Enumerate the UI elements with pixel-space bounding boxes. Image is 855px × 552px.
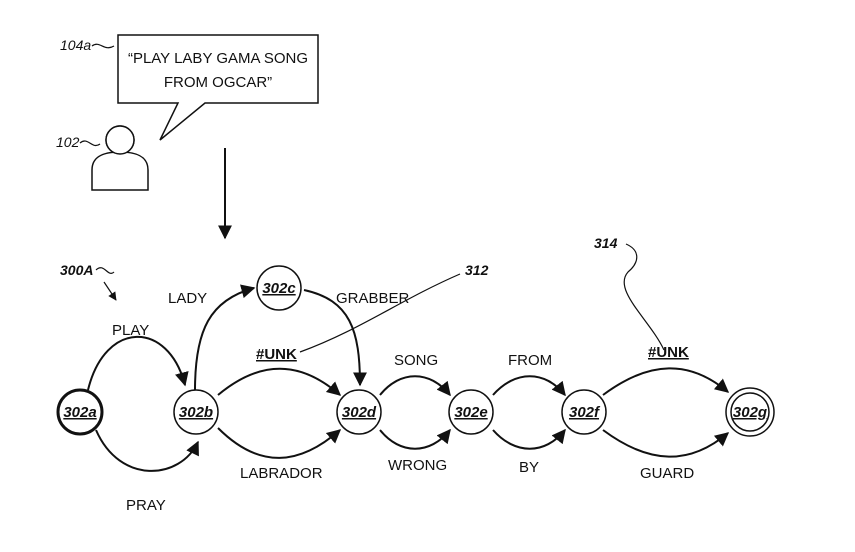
svg-text:302c: 302c xyxy=(262,280,296,297)
label-by: BY xyxy=(519,459,539,476)
edge-labrador xyxy=(217,427,342,459)
edge-unk-1 xyxy=(217,367,342,396)
edge-grabber xyxy=(303,289,367,387)
label-play: PLAY xyxy=(112,322,149,339)
callout-314-leader xyxy=(623,243,665,351)
edge-wrong xyxy=(379,428,451,450)
node-302c: 302c xyxy=(256,265,302,311)
callout-312: 312 xyxy=(465,262,489,278)
edge-lady xyxy=(194,284,256,391)
node-302a: 302a xyxy=(56,388,104,436)
callout-312-leader xyxy=(299,273,461,353)
node-302g: 302g xyxy=(725,387,775,437)
edge-unk-2 xyxy=(602,367,730,396)
svg-text:302e: 302e xyxy=(454,404,487,421)
svg-text:302d: 302d xyxy=(342,404,377,421)
node-302e: 302e xyxy=(448,389,494,435)
speech-ref-leader xyxy=(91,43,115,49)
edge-play xyxy=(87,335,189,391)
speech-line-2: FROM OGCAR” xyxy=(164,74,272,91)
graph-ref-leader xyxy=(95,267,115,274)
svg-text:302a: 302a xyxy=(63,404,96,421)
label-labrador: LABRADOR xyxy=(240,465,323,482)
user-ref: 102 xyxy=(56,134,80,150)
label-pray: PRAY xyxy=(126,497,166,514)
speech-ref: 104a xyxy=(60,37,91,53)
edge-from xyxy=(492,375,566,397)
label-grabber: GRABBER xyxy=(336,290,410,307)
edge-by xyxy=(492,428,566,450)
label-lady: LADY xyxy=(168,290,207,307)
callout-314: 314 xyxy=(594,235,618,251)
label-unk-2: #UNK xyxy=(648,344,689,361)
speech-bubble: “PLAY LABY GAMA SONG FROM OGCAR” xyxy=(117,34,319,141)
node-302b: 302b xyxy=(173,389,219,435)
label-guard: GUARD xyxy=(640,465,694,482)
label-unk-1: #UNK xyxy=(256,346,297,363)
graph-ref: 300A xyxy=(60,262,93,278)
graph-ref-arrow xyxy=(103,281,117,301)
edge-guard xyxy=(602,429,730,458)
svg-text:302b: 302b xyxy=(179,404,213,421)
speech-line-1: “PLAY LABY GAMA SONG xyxy=(128,50,308,67)
label-from: FROM xyxy=(508,352,552,369)
label-song: SONG xyxy=(394,352,438,369)
user-icon xyxy=(91,125,149,191)
node-302d: 302d xyxy=(336,389,382,435)
edge-song xyxy=(379,375,451,397)
node-302f: 302f xyxy=(561,389,607,435)
svg-text:302f: 302f xyxy=(569,404,601,421)
user-ref-leader xyxy=(79,140,101,146)
label-wrong: WRONG xyxy=(388,457,447,474)
svg-text:302g: 302g xyxy=(733,404,767,421)
edge-pray xyxy=(95,429,199,472)
